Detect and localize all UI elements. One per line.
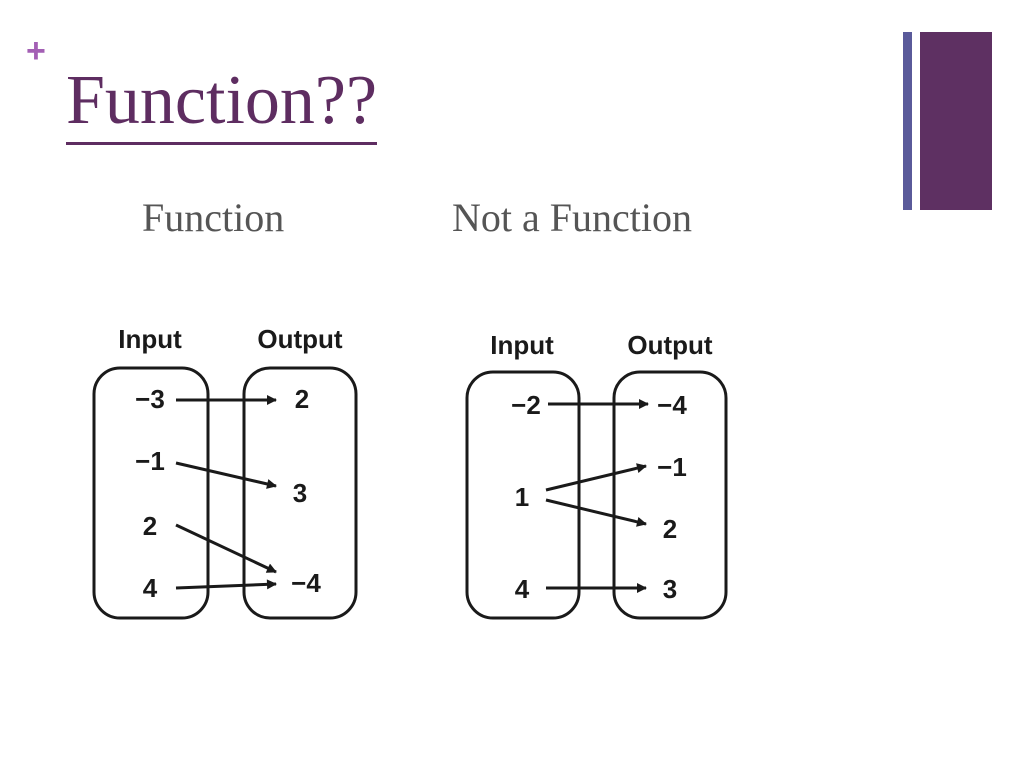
output-value: 2 (295, 384, 309, 414)
mapping-arrow (175, 461, 277, 489)
input-value: 1 (515, 482, 529, 512)
decorative-bar-thin (903, 32, 912, 210)
function-diagram: Input Output −3 −1 2 4 2 3 −4 (92, 324, 358, 620)
input-value: 2 (143, 511, 157, 541)
mapping-arrow (545, 498, 647, 527)
output-value: 2 (663, 514, 677, 544)
not-a-function-label: Not a Function (452, 195, 692, 240)
not-a-function-diagram: Input Output −2 1 4 −4 −1 2 3 (465, 330, 728, 620)
output-value: 3 (293, 478, 307, 508)
input-value: −2 (511, 390, 541, 420)
output-value: −4 (657, 390, 687, 420)
mapping-arrow (545, 463, 647, 492)
output-box (242, 366, 358, 620)
output-header: Output (627, 330, 713, 360)
output-box (612, 370, 728, 620)
input-box (465, 370, 581, 620)
input-box (92, 366, 210, 620)
input-header: Input (490, 330, 554, 360)
decorative-bar-thick (920, 32, 992, 210)
function-label: Function (142, 195, 285, 240)
mapping-arrow (175, 579, 277, 590)
output-value: 3 (663, 574, 677, 604)
slide-title: Function?? (66, 66, 378, 145)
input-value: −1 (135, 446, 165, 476)
input-value: 4 (143, 573, 158, 603)
input-value: 4 (515, 574, 530, 604)
plus-bullet-icon: + (26, 32, 46, 70)
output-header: Output (257, 324, 343, 354)
mapping-arrow (175, 523, 277, 574)
output-value: −4 (291, 568, 321, 598)
input-value: −3 (135, 384, 165, 414)
output-value: −1 (657, 452, 687, 482)
input-header: Input (118, 324, 182, 354)
